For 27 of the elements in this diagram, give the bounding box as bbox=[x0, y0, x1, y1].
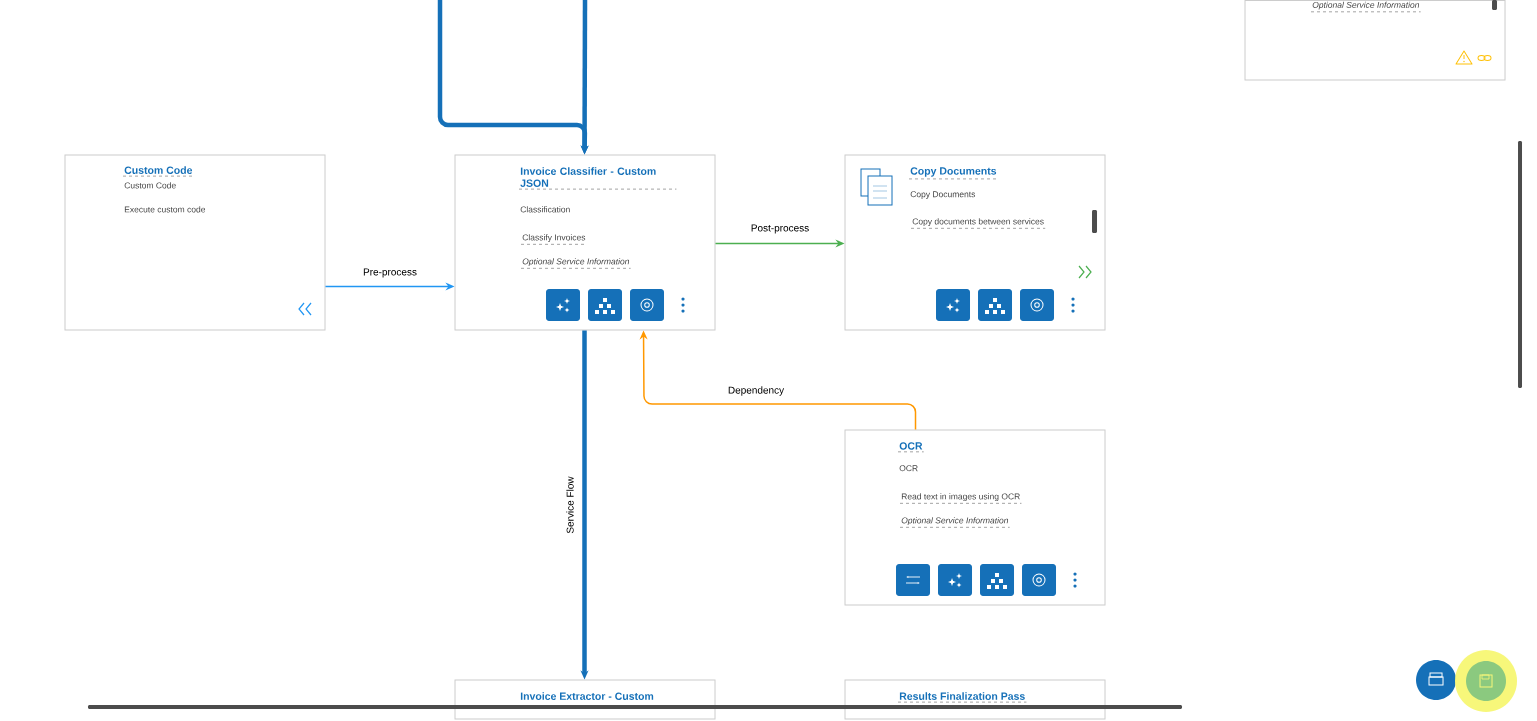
edge-label: Service Flow bbox=[564, 474, 576, 536]
card-subtitle: OCR bbox=[899, 465, 918, 472]
service-card bbox=[844, 154, 1106, 331]
info-link: Optional Service Information bbox=[520, 258, 631, 269]
service-card bbox=[64, 154, 326, 331]
card-title: Invoice Extractor - Custom bbox=[520, 692, 654, 700]
service-card bbox=[844, 429, 1106, 606]
description-link: Copy documents between services bbox=[910, 218, 1046, 229]
card-title: Results Finalization Pass bbox=[897, 692, 1027, 703]
info-link: Optional Service Information bbox=[1310, 1, 1421, 13]
description-link: Read text in images using OCR bbox=[899, 493, 1022, 504]
card-subtitle: Custom Code bbox=[124, 182, 176, 189]
service-card bbox=[454, 154, 716, 331]
card-subtitle: Execute custom code bbox=[124, 206, 206, 213]
card-title: Invoice Classifier - Custom JSON bbox=[518, 167, 677, 190]
edge-label: Post-process bbox=[749, 223, 811, 235]
card-title: OCR bbox=[897, 442, 925, 453]
card-title: Copy Documents bbox=[908, 167, 999, 180]
card-subtitle: Classification bbox=[520, 206, 570, 213]
service-card bbox=[1244, 0, 1506, 81]
edge-label: Pre-process bbox=[361, 267, 419, 279]
info-link: Optional Service Information bbox=[899, 517, 1010, 528]
service-card bbox=[454, 679, 716, 720]
edge-label: Dependency bbox=[726, 384, 786, 398]
card-subtitle: Copy Documents bbox=[910, 191, 976, 199]
description-link: Classify Invoices bbox=[520, 234, 587, 245]
card-title: Custom Code bbox=[122, 166, 194, 177]
